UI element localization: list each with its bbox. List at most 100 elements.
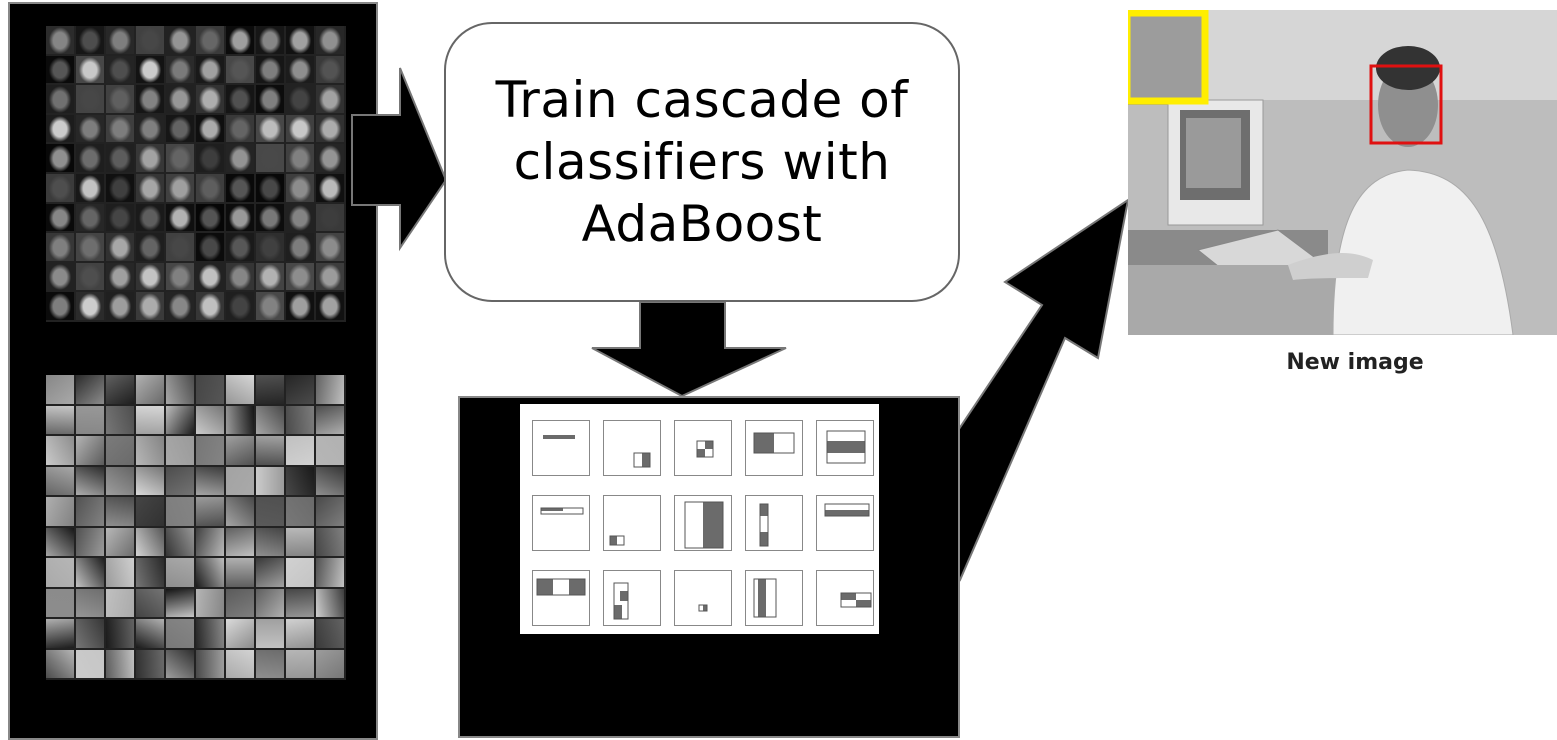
face-examples-mosaic — [46, 26, 346, 322]
face-thumbnail — [166, 233, 194, 261]
haar-feature-cell — [603, 495, 661, 551]
nonface-thumbnail — [316, 619, 344, 648]
face-thumbnail — [316, 233, 344, 261]
face-thumbnail — [256, 26, 284, 54]
face-thumbnail — [76, 26, 104, 54]
face-thumbnail — [226, 144, 254, 172]
haar-feature-shape — [536, 578, 586, 596]
face-thumbnail — [316, 85, 344, 113]
nonface-thumbnail — [106, 405, 134, 434]
nonface-thumbnail — [256, 649, 284, 678]
nonface-thumbnail — [256, 405, 284, 434]
nonface-thumbnail — [76, 497, 104, 526]
face-thumbnail — [76, 174, 104, 202]
face-thumbnail — [46, 144, 74, 172]
nonface-thumbnail — [226, 619, 254, 648]
new-image-caption: New image — [1286, 350, 1424, 375]
face-thumbnail — [106, 174, 134, 202]
face-thumbnail — [166, 292, 194, 320]
nonface-thumbnail — [166, 527, 194, 556]
haar-feature-cell — [603, 420, 661, 476]
haar-feature-cell — [745, 495, 803, 551]
haar-feature-cell — [532, 570, 590, 626]
nonface-thumbnail — [76, 649, 104, 678]
nonface-thumbnail — [286, 405, 314, 434]
haar-feature-shape — [540, 507, 584, 515]
face-thumbnail — [316, 292, 344, 320]
face-thumbnail — [226, 114, 254, 143]
nonface-thumbnail — [256, 588, 284, 617]
face-thumbnail — [316, 26, 344, 54]
face-thumbnail — [166, 85, 194, 113]
haar-feature-shape — [696, 440, 714, 458]
haar-feature-shape — [753, 432, 795, 454]
training-data-panel — [8, 2, 378, 740]
face-thumbnail — [76, 203, 104, 232]
face-thumbnail — [196, 55, 224, 84]
face-thumbnail — [196, 174, 224, 202]
arrow-to-training — [351, 67, 448, 252]
face-thumbnail — [136, 174, 164, 202]
nonface-thumbnail — [46, 649, 74, 678]
face-thumbnail — [106, 26, 134, 54]
face-thumbnail — [166, 144, 194, 172]
nonface-thumbnail — [166, 558, 194, 587]
nonface-thumbnail — [196, 375, 224, 404]
face-thumbnail — [196, 233, 224, 261]
face-thumbnail — [106, 292, 134, 320]
face-thumbnail — [286, 85, 314, 113]
face-thumbnail — [166, 203, 194, 232]
face-thumbnail — [46, 292, 74, 320]
face-thumbnail — [256, 203, 284, 232]
nonface-thumbnail — [136, 588, 164, 617]
face-thumbnail — [166, 174, 194, 202]
face-thumbnail — [106, 203, 134, 232]
face-thumbnail — [166, 26, 194, 54]
nonface-examples-mosaic — [46, 375, 346, 680]
face-thumbnail — [226, 26, 254, 54]
face-thumbnail — [106, 144, 134, 172]
nonface-thumbnail — [256, 497, 284, 526]
face-thumbnail — [226, 292, 254, 320]
nonface-thumbnail — [316, 527, 344, 556]
face-thumbnail — [76, 114, 104, 143]
haar-feature-cell — [674, 570, 732, 626]
haar-feature-cell — [532, 495, 590, 551]
nonface-thumbnail — [226, 588, 254, 617]
nonface-thumbnail — [166, 405, 194, 434]
face-thumbnail — [106, 55, 134, 84]
nonface-thumbnail — [196, 466, 224, 495]
face-thumbnail — [136, 26, 164, 54]
nonface-thumbnail — [286, 558, 314, 587]
nonface-thumbnail — [286, 497, 314, 526]
new-image-photo — [1128, 10, 1557, 335]
nonface-thumbnail — [196, 527, 224, 556]
nonface-thumbnail — [166, 649, 194, 678]
haar-feature-shape — [698, 604, 708, 612]
nonface-thumbnail — [46, 436, 74, 465]
nonface-thumbnail — [286, 619, 314, 648]
face-thumbnail — [76, 262, 104, 291]
nonface-thumbnail — [166, 619, 194, 648]
face-thumbnail — [46, 26, 74, 54]
nonface-thumbnail — [106, 558, 134, 587]
haar-feature-cell — [745, 420, 803, 476]
face-thumbnail — [136, 85, 164, 113]
new-image — [1128, 10, 1557, 335]
nonface-thumbnail — [76, 588, 104, 617]
nonface-thumbnail — [46, 527, 74, 556]
nonface-thumbnail — [136, 436, 164, 465]
face-thumbnail — [286, 114, 314, 143]
face-thumbnail — [226, 174, 254, 202]
face-thumbnail — [256, 262, 284, 291]
nonface-thumbnail — [286, 527, 314, 556]
nonface-thumbnail — [196, 497, 224, 526]
haar-feature-shape — [684, 501, 724, 549]
nonface-thumbnail — [316, 466, 344, 495]
nonface-thumbnail — [136, 466, 164, 495]
nonface-thumbnail — [166, 436, 194, 465]
face-thumbnail — [76, 85, 104, 113]
face-thumbnail — [286, 203, 314, 232]
nonface-thumbnail — [46, 497, 74, 526]
face-thumbnail — [46, 203, 74, 232]
